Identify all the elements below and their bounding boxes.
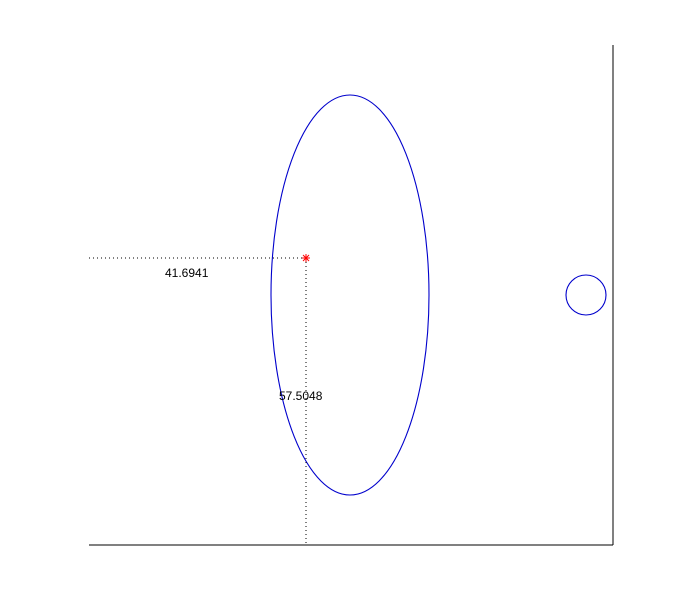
- small-circle: [565, 274, 607, 316]
- vertical-value-label: 57.5048: [279, 389, 323, 403]
- horizontal-value-label: 41.6941: [165, 266, 209, 280]
- marker-asterisk-icon: [302, 254, 310, 262]
- large-ellipse: [270, 94, 430, 496]
